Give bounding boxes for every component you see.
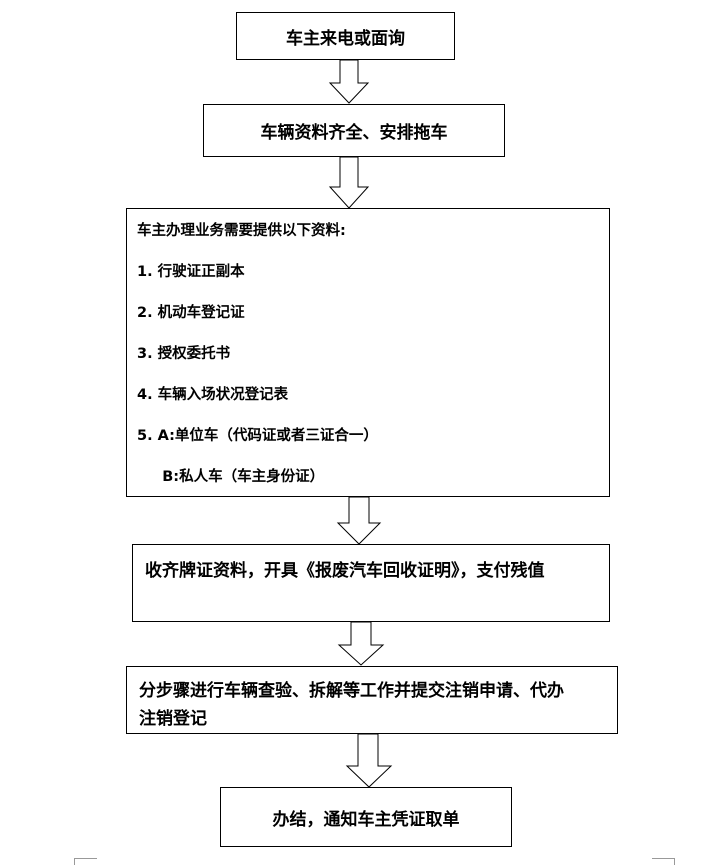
document-list-item: 3. 授权委托书 <box>137 346 231 362</box>
flow-step-1-box: 车主来电或面询 <box>236 12 455 60</box>
flow-step-4-box: 收齐牌证资料，开具《报废汽车回收证明》，支付残值 <box>132 544 610 622</box>
page-corner-mark <box>652 858 675 865</box>
flow-step-5-box: 分步骤进行车辆查验、拆解等工作并提交注销申请、代办 注销登记 <box>126 666 618 734</box>
document-list-item: 2. 机动车登记证 <box>137 305 245 321</box>
flow-step-5-line: 分步骤进行车辆查验、拆解等工作并提交注销申请、代办 <box>139 681 564 701</box>
document-list-item: 1. 行驶证正副本 <box>137 264 245 280</box>
document-list-item: 4. 车辆入场状况登记表 <box>137 387 289 403</box>
flow-step-1-text: 车主来电或面询 <box>286 28 405 49</box>
down-arrow-icon <box>328 59 370 104</box>
flow-step-3-box: 车主办理业务需要提供以下资料: 1. 行驶证正副本 2. 机动车登记证 3. 授… <box>126 208 610 497</box>
required-documents-heading: 车主办理业务需要提供以下资料: <box>137 223 346 239</box>
flow-step-4-text: 收齐牌证资料，开具《报废汽车回收证明》，支付残值 <box>145 561 545 581</box>
page-corner-mark <box>74 858 97 865</box>
document-list-item: B:私人车（车主身份证） <box>137 469 325 485</box>
flow-step-2-text: 车辆资料齐全、安排拖车 <box>260 123 448 143</box>
document-list-item: 5. A:单位车（代码证或者三证合一） <box>137 428 378 444</box>
down-arrow-icon <box>328 156 370 209</box>
down-arrow-icon <box>336 496 382 545</box>
down-arrow-icon <box>337 621 385 666</box>
flow-step-5-line: 注销登记 <box>139 709 207 729</box>
flow-step-6-box: 办结，通知车主凭证取单 <box>220 787 512 847</box>
down-arrow-icon <box>345 733 393 788</box>
flow-step-6-text: 办结，通知车主凭证取单 <box>272 809 460 830</box>
flow-step-2-box: 车辆资料齐全、安排拖车 <box>203 104 505 157</box>
